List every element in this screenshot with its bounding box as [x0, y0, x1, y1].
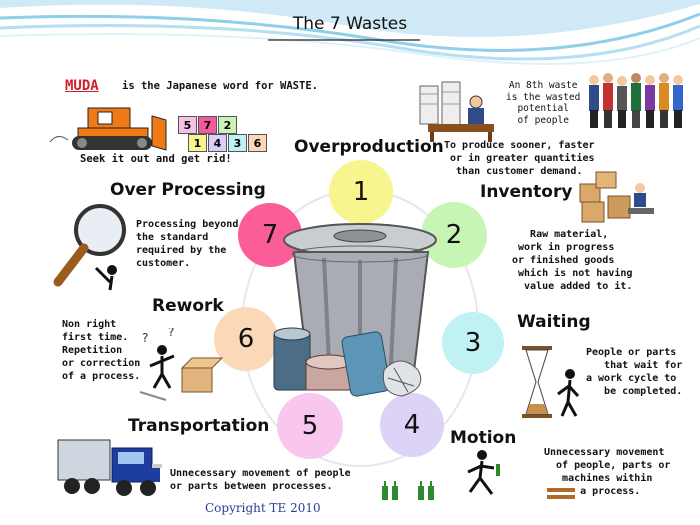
- waiting-title: Waiting: [517, 312, 591, 332]
- inventory-title: Inventory: [480, 182, 573, 202]
- rework-desc: Non right first time. Repetition or corr…: [62, 319, 141, 382]
- bulldozer-icon: [49, 107, 167, 151]
- block-6: 6: [248, 134, 267, 152]
- rework-title: Rework: [152, 296, 224, 316]
- header-waves: [0, 0, 700, 65]
- muda-definition: is the Japanese word for WASTE.: [122, 80, 318, 92]
- paper-pile-desk-icon: [419, 81, 494, 142]
- motion-title: Motion: [450, 428, 517, 448]
- eighth-waste-note: An 8th waste is the wasted potential of …: [506, 80, 581, 126]
- over-processing-desc: Processing beyond the standard required …: [136, 219, 239, 269]
- seek-text: Seek it out and get rid!: [80, 153, 232, 165]
- muda-word: MUDA: [65, 78, 99, 94]
- confused-figure-box-icon: ? ?: [139, 328, 224, 401]
- waste-circle-5: 5: [277, 393, 343, 459]
- overproduction-title: Overproduction: [294, 137, 444, 157]
- transportation-desc: Unnecessary movement of people or parts …: [170, 468, 351, 492]
- inventory-desc: Raw material, work in progress or finish…: [512, 229, 633, 292]
- page-title: The 7 Wastes: [292, 14, 408, 34]
- chain-icon: [547, 488, 575, 499]
- hourglass-figure-icon: [522, 346, 580, 418]
- block-4: 4: [208, 134, 227, 152]
- block-2: 2: [218, 116, 237, 134]
- svg-text:?: ?: [168, 328, 174, 339]
- svg-text:?: ?: [142, 331, 148, 345]
- bottles-icon: [382, 481, 434, 500]
- waste-circle-3: 3: [442, 312, 504, 374]
- copyright: Copyright TE 2010: [205, 501, 321, 515]
- running-figure-icon: [467, 450, 500, 495]
- waste-circle-6: 6: [214, 307, 278, 371]
- over-processing-title: Over Processing: [110, 180, 266, 200]
- trash-can-icon: [273, 223, 437, 397]
- people-group-icon: [589, 73, 683, 128]
- overproduction-desc: To produce sooner, faster or in greater …: [444, 140, 595, 177]
- motion-desc: Unnecessary movement of people, parts or…: [544, 447, 671, 497]
- block-7: 7: [198, 116, 217, 134]
- transportation-title: Transportation: [128, 416, 270, 436]
- magnifying-glass-icon: [53, 204, 126, 291]
- boxes-forklift-icon: [579, 171, 654, 223]
- truck-icon: [57, 439, 162, 496]
- waste-circle-1: 1: [329, 160, 393, 224]
- block-5: 5: [178, 116, 197, 134]
- block-1: 1: [188, 134, 207, 152]
- waste-circle-4: 4: [380, 393, 444, 457]
- waste-circle-7: 7: [238, 203, 302, 267]
- block-3: 3: [228, 134, 247, 152]
- waiting-desc: People or parts that wait for a work cyc…: [586, 347, 683, 397]
